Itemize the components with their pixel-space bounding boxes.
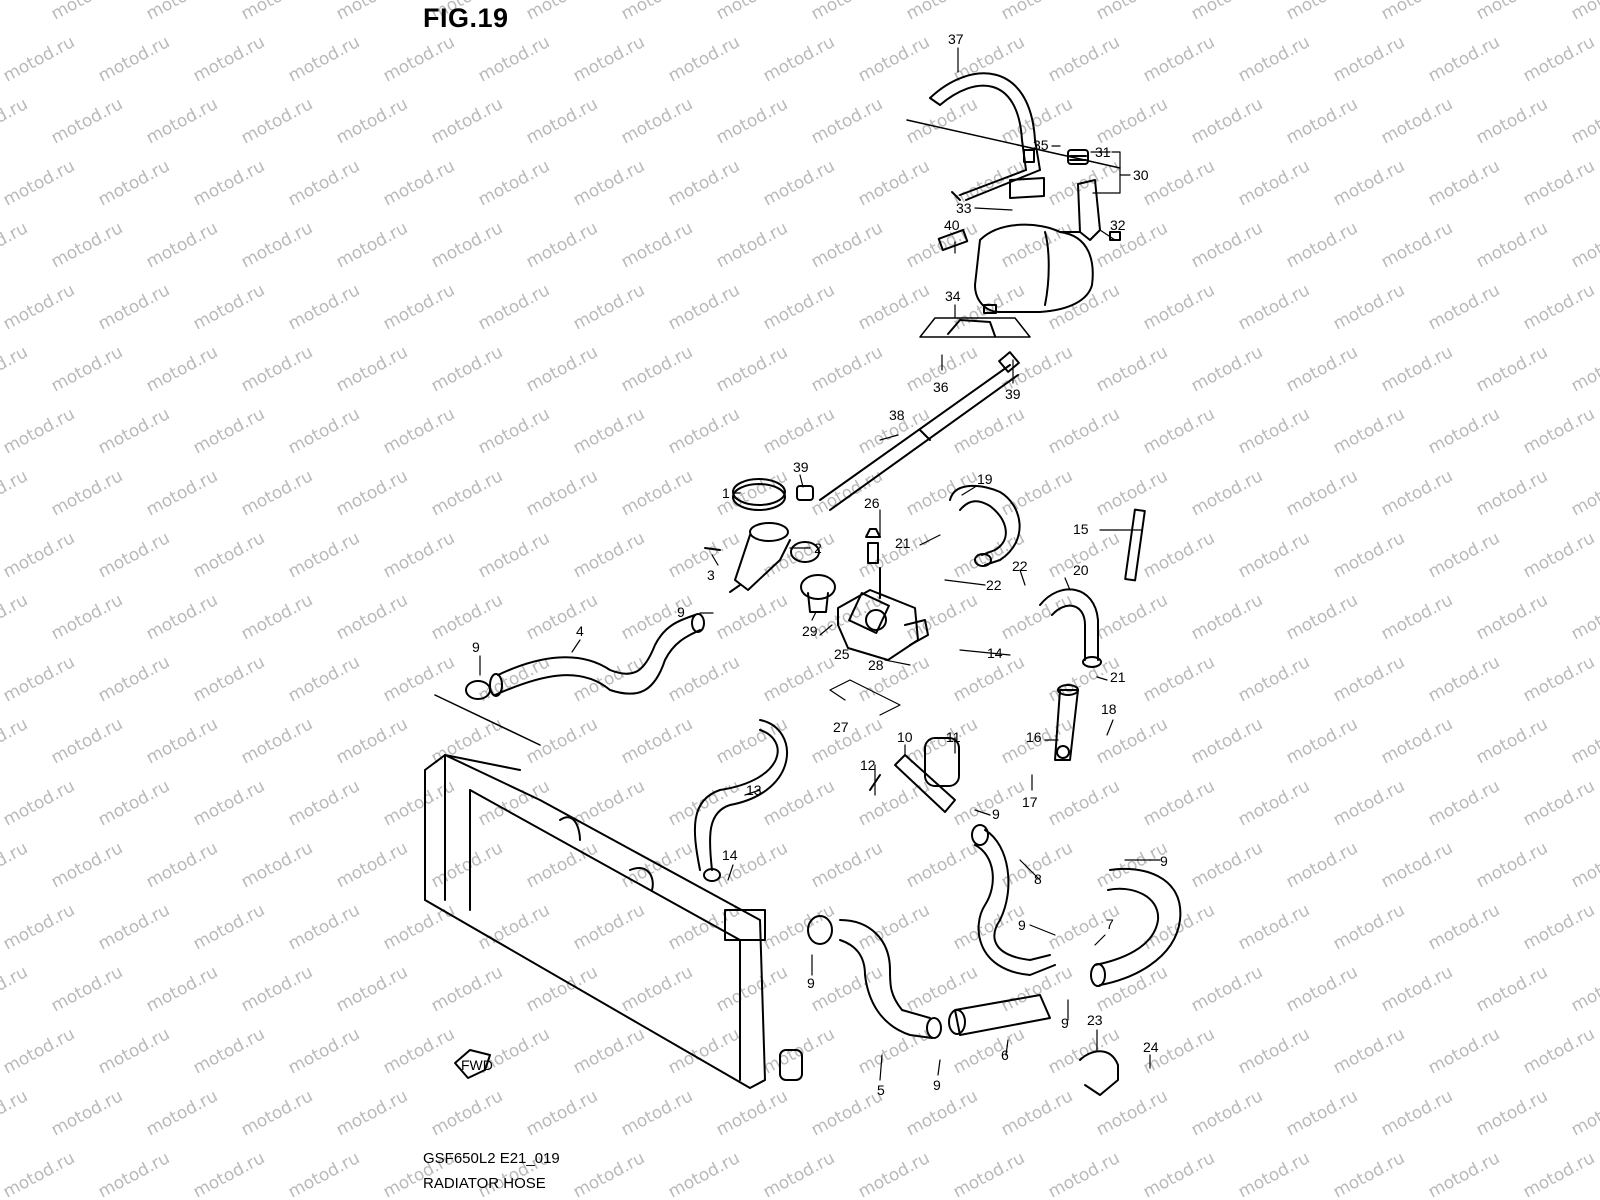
callout-34: 34 [945, 288, 961, 304]
callout-28: 28 [868, 657, 884, 673]
callout-17: 17 [1022, 794, 1038, 810]
callout-33: 33 [956, 200, 972, 216]
hose-19 [949, 484, 1021, 567]
hose-4 [465, 613, 705, 700]
callout-39a: 39 [1005, 386, 1021, 402]
figure-title: FIG.19 [423, 3, 509, 33]
bracket-34 [919, 317, 1031, 338]
callout-22a: 22 [986, 577, 1002, 593]
leader-lines [479, 47, 1161, 1081]
callout-20: 20 [1073, 562, 1089, 578]
callout-14a: 14 [987, 645, 1003, 661]
callout-38: 38 [889, 407, 905, 423]
radiator-cap-1 [732, 478, 786, 511]
thermostat-29 [800, 574, 836, 613]
radiator [424, 694, 803, 1089]
reservoir-tank-30 [937, 149, 1121, 314]
callout-9a: 9 [677, 604, 685, 620]
callout-8: 8 [1034, 871, 1042, 887]
water-pipe-10 [869, 737, 960, 813]
callout-15: 15 [1073, 521, 1089, 537]
callout-5: 5 [877, 1082, 885, 1098]
callout-1: 1 [722, 485, 730, 501]
callout-3: 3 [707, 567, 715, 583]
callout-22b: 22 [1012, 558, 1028, 574]
callout-10: 10 [897, 729, 913, 745]
hose-6 [948, 994, 1051, 1036]
callout-30: 30 [1133, 167, 1149, 183]
callout-18: 18 [1101, 701, 1117, 717]
callout-9f: 9 [807, 975, 815, 991]
callout-4: 4 [576, 623, 584, 639]
callout-40: 40 [944, 217, 960, 233]
callout-9c: 9 [992, 806, 1000, 822]
callout-9g: 9 [1061, 1015, 1069, 1031]
hose-8 [971, 824, 1056, 976]
fwd-arrow: FWD [454, 1049, 493, 1079]
callout-7: 7 [1106, 916, 1114, 932]
callout-32: 32 [1110, 217, 1126, 233]
callout-13: 13 [746, 782, 762, 798]
callout-27: 27 [833, 719, 849, 735]
drawing-code: GSF650L2 E21_019 [423, 1150, 560, 1167]
fwd-label: FWD [461, 1057, 493, 1073]
callout-25: 25 [834, 646, 850, 662]
callout-16: 16 [1026, 729, 1042, 745]
callout-37: 37 [948, 31, 964, 47]
drawing-name: RADIATOR HOSE [423, 1175, 546, 1192]
hose-13 [693, 719, 789, 882]
callout-9h: 9 [933, 1077, 941, 1093]
callout-39b: 39 [793, 459, 809, 475]
hose-5 [807, 915, 942, 1039]
pipe-16 [1054, 684, 1079, 761]
callout-14b: 14 [722, 847, 738, 863]
callout-31: 31 [1095, 144, 1111, 160]
callout-24: 24 [1143, 1039, 1159, 1055]
callout-6: 6 [1001, 1047, 1009, 1063]
callout-23: 23 [1087, 1012, 1103, 1028]
callout-9b: 9 [472, 639, 480, 655]
callout-21b: 21 [1110, 669, 1126, 685]
callout-19: 19 [977, 471, 993, 487]
thermostat-case-25 [837, 528, 929, 661]
clamp-23 [1079, 1050, 1119, 1096]
callout-labels: 37 35 31 30 33 32 40 34 36 39 38 39 1 2 … [472, 31, 1168, 1098]
callout-2: 2 [814, 540, 822, 556]
callout-26: 26 [864, 495, 880, 511]
callout-29: 29 [802, 623, 818, 639]
callout-9e: 9 [1018, 917, 1026, 933]
cable-guide-15 [1124, 508, 1146, 582]
callout-35: 35 [1033, 137, 1049, 153]
callout-12: 12 [860, 757, 876, 773]
callout-9d: 9 [1160, 853, 1168, 869]
hose-7 [1090, 867, 1182, 987]
callout-36: 36 [933, 379, 949, 395]
callout-11: 11 [946, 729, 961, 745]
hose-20 [1039, 588, 1102, 668]
filler-neck-2 [704, 522, 820, 593]
callout-21a: 21 [895, 535, 911, 551]
